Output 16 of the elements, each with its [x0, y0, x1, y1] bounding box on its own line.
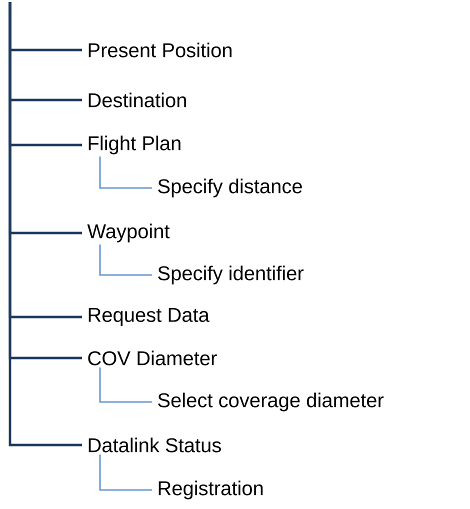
- tree-connector: [99, 244, 152, 276]
- tree-item: COV Diameter: [88, 350, 217, 366]
- tree-connector: [99, 454, 152, 491]
- tree-item: Registration: [158, 480, 263, 500]
- tree-item: Specify identifier: [158, 266, 304, 284]
- tree-item: Datalink Status: [88, 438, 221, 452]
- tree-connector: [8, 2, 82, 446]
- tree-item: Request Data: [88, 308, 210, 326]
- tree-item: Flight Plan: [88, 136, 180, 154]
- tree-connector: [99, 156, 152, 189]
- tree-item: Waypoint: [87, 224, 170, 242]
- tree-connector: [99, 368, 152, 403]
- tree-item: Specify distance: [158, 178, 302, 198]
- tree-item: Destination: [88, 92, 186, 108]
- tree-item: Select coverage diameter: [158, 392, 384, 412]
- tree-item: Present Position: [88, 42, 232, 58]
